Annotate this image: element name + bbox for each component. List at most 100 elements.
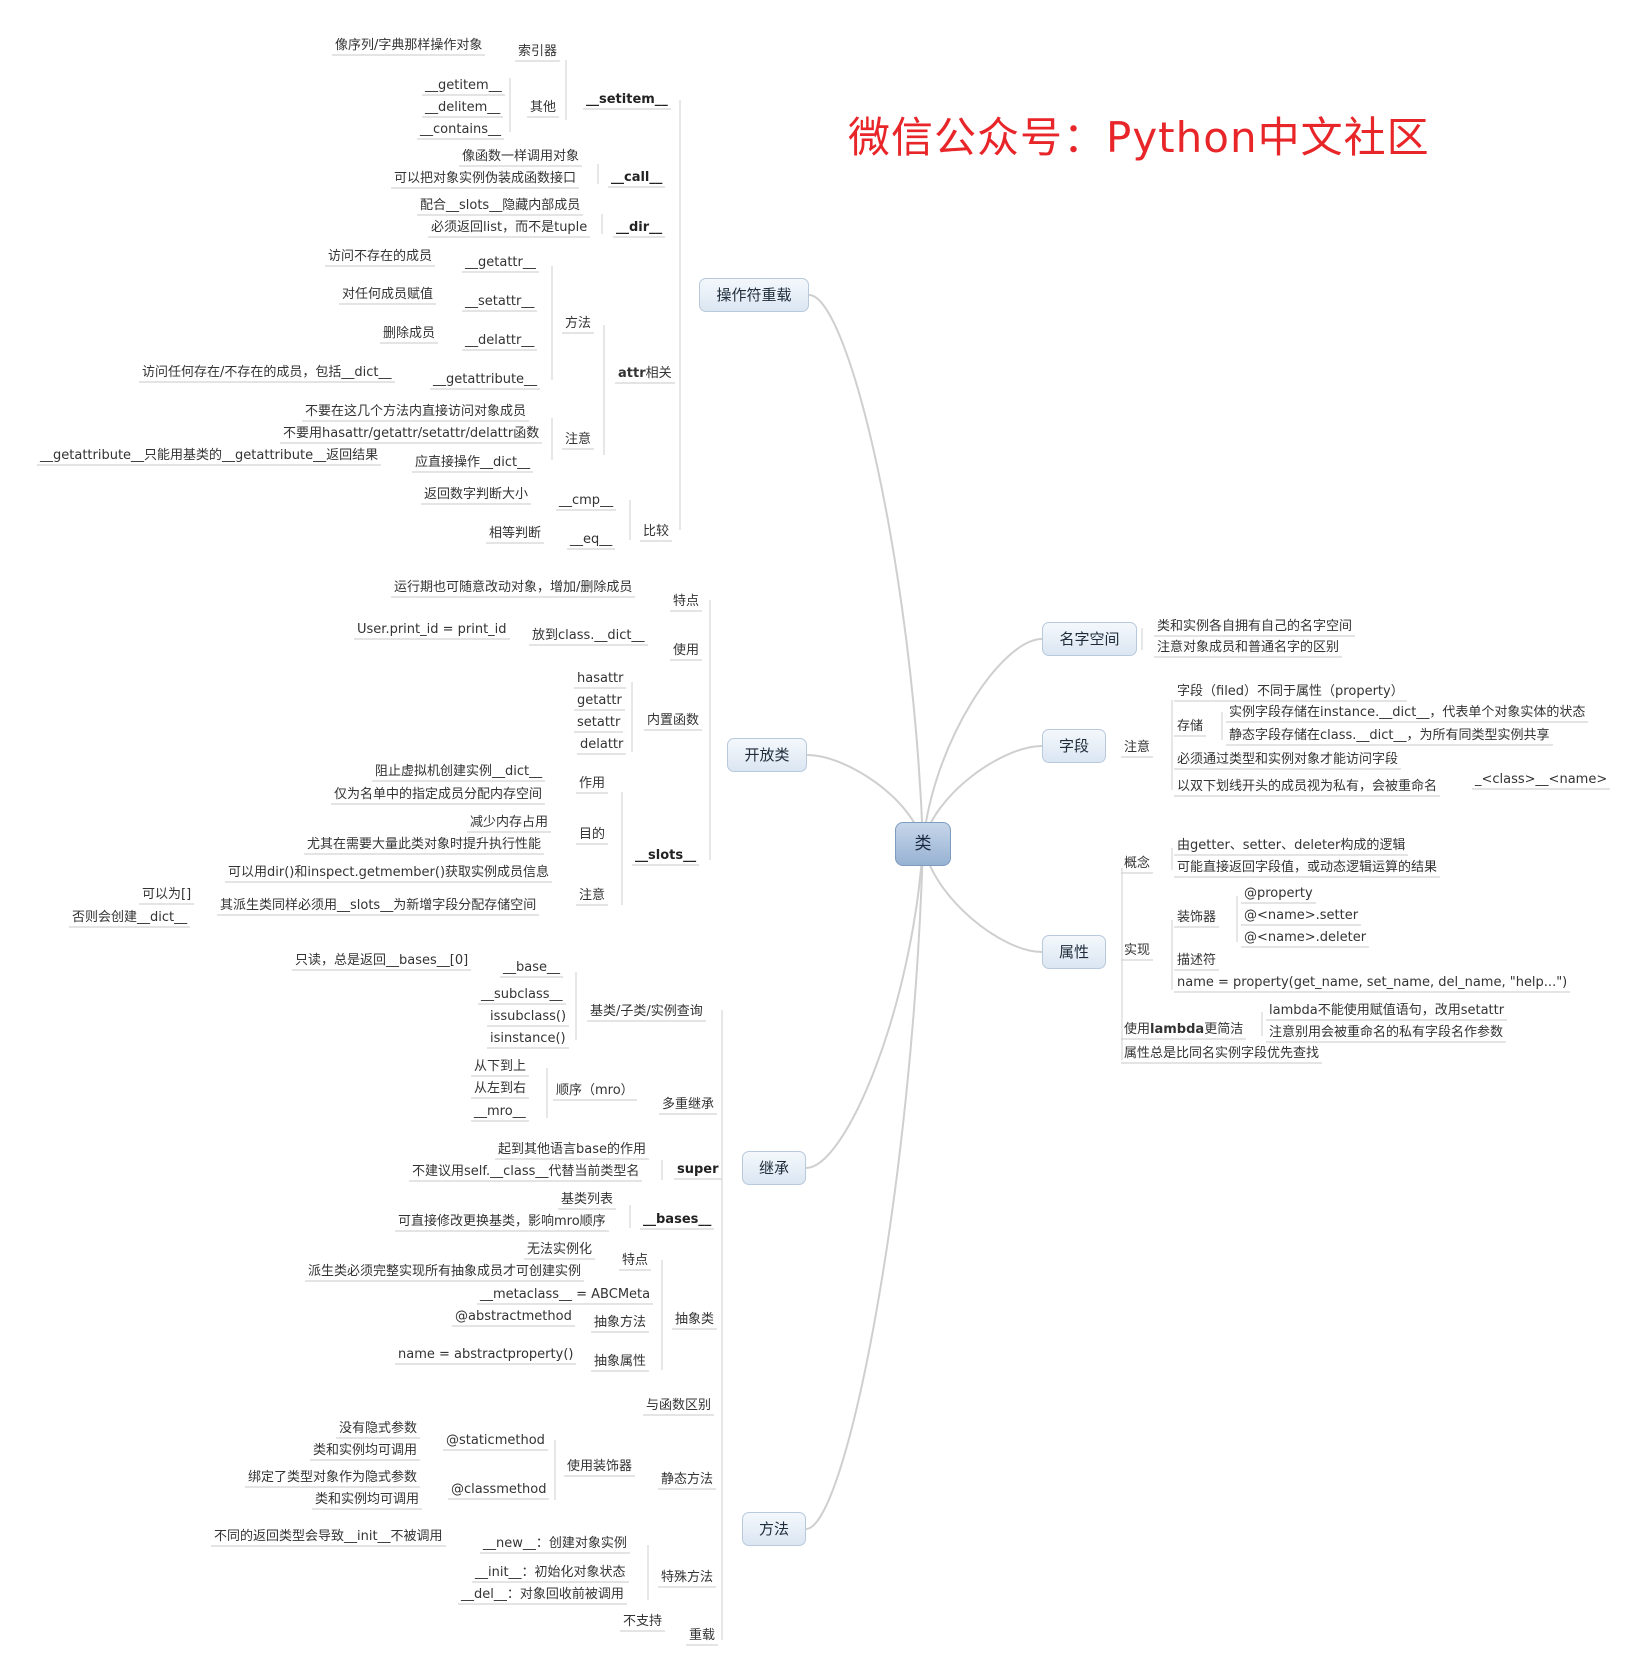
node-attr[interactable]: attr相关 <box>618 366 672 382</box>
node-super-1[interactable]: 起到其他语言base的作用 <box>498 1142 646 1157</box>
node-mro-2[interactable]: 从左到右 <box>474 1081 527 1096</box>
node-open-usage[interactable]: 使用 <box>673 643 700 658</box>
node-slots-note[interactable]: 注意 <box>579 888 606 903</box>
node-namespace-1[interactable]: 类和实例各自拥有自己的名字空间 <box>1157 619 1353 634</box>
node-slots-note-2b[interactable]: 否则会创建__dict__ <box>72 910 188 925</box>
node-mro-3[interactable]: __mro__ <box>474 1104 526 1119</box>
node-isinstance[interactable]: isinstance() <box>490 1031 566 1046</box>
node-classmethod[interactable]: @classmethod <box>451 1482 547 1497</box>
node-query[interactable]: 基类/子类/实例查询 <box>590 1004 703 1019</box>
node-prop-concept-2[interactable]: 可能直接返回字段值，或动态逻辑运算的结果 <box>1177 860 1438 875</box>
node-delattr-fn[interactable]: delattr <box>580 737 624 752</box>
node-new-desc[interactable]: 不同的返回类型会导致__init__不被调用 <box>214 1529 443 1544</box>
node-getattr-desc[interactable]: 访问不存在的成员 <box>328 249 433 264</box>
node-subclass[interactable]: __subclass__ <box>481 987 563 1002</box>
node-open-builtins[interactable]: 内置函数 <box>647 713 700 728</box>
node-slots-purpose[interactable]: 目的 <box>579 827 606 842</box>
node-classmethod-1[interactable]: 绑定了类型对象作为隐式参数 <box>248 1470 418 1485</box>
node-abstract-prop-desc[interactable]: name = abstractproperty() <box>398 1347 574 1362</box>
node-delitem[interactable]: __delitem__ <box>425 100 501 115</box>
node-abstract-feature-2[interactable]: 派生类必须完整实现所有抽象成员才可创建实例 <box>308 1264 582 1279</box>
node-abstract[interactable]: 抽象类 <box>675 1312 715 1327</box>
node-getattr-fn[interactable]: getattr <box>577 693 622 708</box>
topic-open-class[interactable]: 开放类 <box>727 738 807 772</box>
node-attr-methods[interactable]: 方法 <box>565 316 592 331</box>
node-abstract-method-desc[interactable]: @abstractmethod <box>455 1309 572 1324</box>
node-prop-deco-3[interactable]: @<name>.deleter <box>1244 930 1367 945</box>
node-attr-note-3-desc[interactable]: __getattribute__只能用基类的__getattribute__返回… <box>40 448 379 463</box>
node-field-note[interactable]: 注意 <box>1124 740 1151 755</box>
node-other[interactable]: 其他 <box>530 100 557 115</box>
node-slots-note-2[interactable]: 其派生类同样必须用__slots__为新增字段分配存储空间 <box>220 898 537 913</box>
node-field-store[interactable]: 存储 <box>1177 719 1204 734</box>
node-staticmethod[interactable]: @staticmethod <box>446 1433 545 1448</box>
node-setitem[interactable]: __setitem__ <box>586 92 668 107</box>
node-namespace-2[interactable]: 注意对象成员和普通名字的区别 <box>1157 640 1340 655</box>
node-slots-effect-1[interactable]: 阻止虚拟机创建实例__dict__ <box>375 764 543 779</box>
node-slots-effect-2[interactable]: 仅为名单中的指定成员分配内存空间 <box>334 787 543 802</box>
node-abstract-meta[interactable]: __metaclass__ = ABCMeta <box>480 1287 651 1302</box>
node-abstract-feature-1[interactable]: 无法实例化 <box>527 1242 593 1257</box>
node-use-deco[interactable]: 使用装饰器 <box>567 1459 633 1474</box>
node-slots-purpose-2[interactable]: 尤其在需要大量此类对象时提升执行性能 <box>307 837 542 852</box>
node-hasattr[interactable]: hasattr <box>577 671 624 686</box>
node-staticmethod-1[interactable]: 没有隐式参数 <box>339 1421 418 1436</box>
node-prop-deco-1[interactable]: @property <box>1244 886 1313 901</box>
node-issubclass[interactable]: issubclass() <box>490 1009 567 1024</box>
node-prop-lambda-1[interactable]: lambda不能使用赋值语句，改用setattr <box>1269 1003 1505 1018</box>
node-prop-deco-2[interactable]: @<name>.setter <box>1244 908 1359 923</box>
topic-namespace[interactable]: 名字空间 <box>1042 622 1137 656</box>
node-field-store-2[interactable]: 静态字段存储在class.__dict__，为所有同类型实例共享 <box>1229 728 1550 743</box>
node-attr-note-3[interactable]: 应直接操作__dict__ <box>415 455 531 470</box>
node-func-diff[interactable]: 与函数区别 <box>646 1398 712 1413</box>
node-attr-note-2[interactable]: 不要用hasattr/getattr/setattr/delattr函数 <box>283 426 540 441</box>
node-prop-impl[interactable]: 实现 <box>1124 943 1151 958</box>
node-open-feature-desc[interactable]: 运行期也可随意改动对象，增加/删除成员 <box>394 580 633 595</box>
node-super[interactable]: super <box>677 1162 719 1177</box>
node-prop-nameprop[interactable]: name = property(get_name, set_name, del_… <box>1177 975 1568 990</box>
node-prop-concept[interactable]: 概念 <box>1124 856 1151 871</box>
node-staticmethod-2[interactable]: 类和实例均可调用 <box>313 1443 418 1458</box>
node-abstract-prop[interactable]: 抽象属性 <box>594 1354 647 1369</box>
node-slots-effect[interactable]: 作用 <box>579 776 606 791</box>
node-abstract-feature[interactable]: 特点 <box>622 1253 649 1268</box>
node-abstract-method[interactable]: 抽象方法 <box>594 1315 647 1330</box>
node-new[interactable]: __new__：创建对象实例 <box>483 1536 627 1551</box>
topic-properties[interactable]: 属性 <box>1042 935 1106 969</box>
node-mro[interactable]: 顺序（mro） <box>556 1083 634 1098</box>
node-slots-note-2a[interactable]: 可以为[] <box>142 887 192 902</box>
node-prop-priority[interactable]: 属性总是比同名实例字段优先查找 <box>1124 1046 1320 1061</box>
node-indexer[interactable]: 索引器 <box>518 44 558 59</box>
node-delattr[interactable]: __delattr__ <box>465 333 535 348</box>
node-delattr-desc[interactable]: 删除成员 <box>383 326 436 341</box>
node-slots-purpose-1[interactable]: 减少内存占用 <box>470 815 549 830</box>
node-setattr-desc[interactable]: 对任何成员赋值 <box>342 287 434 302</box>
node-base[interactable]: __base__ <box>503 960 560 975</box>
node-getitem[interactable]: __getitem__ <box>425 78 502 93</box>
node-base-desc[interactable]: 只读，总是返回__bases__[0] <box>295 953 469 968</box>
node-open-feature[interactable]: 特点 <box>673 594 700 609</box>
node-getattribute-desc[interactable]: 访问任何存在/不存在的成员，包括__dict__ <box>142 365 392 380</box>
node-init[interactable]: __init__：初始化对象状态 <box>475 1565 626 1580</box>
node-field-3[interactable]: 必须通过类型和实例对象才能访问字段 <box>1177 752 1399 767</box>
node-bases[interactable]: __bases__ <box>643 1212 712 1227</box>
topic-operator-overload[interactable]: 操作符重载 <box>699 278 809 312</box>
node-attr-notes[interactable]: 注意 <box>565 432 592 447</box>
node-slots[interactable]: __slots__ <box>635 848 697 863</box>
node-del[interactable]: __del__：对象回收前被调用 <box>461 1587 624 1602</box>
node-indexer-desc[interactable]: 像序列/字典那样操作对象 <box>335 38 483 53</box>
node-classmethod-2[interactable]: 类和实例均可调用 <box>315 1492 420 1507</box>
node-overload[interactable]: 重载 <box>689 1628 716 1643</box>
node-open-usage-desc[interactable]: User.print_id = print_id <box>357 622 507 637</box>
node-field-1[interactable]: 字段（filed）不同于属性（property） <box>1177 684 1404 699</box>
topic-fields[interactable]: 字段 <box>1042 729 1106 763</box>
node-compare[interactable]: 比较 <box>643 524 670 539</box>
node-super-2[interactable]: 不建议用self.__class__代替当前类型名 <box>412 1164 640 1179</box>
node-dir[interactable]: __dir__ <box>616 220 663 235</box>
node-special[interactable]: 特殊方法 <box>661 1570 714 1585</box>
root-node[interactable]: 类 <box>895 822 951 866</box>
node-eq[interactable]: __eq__ <box>570 532 613 547</box>
node-cmp[interactable]: __cmp__ <box>559 493 614 508</box>
node-field-store-1[interactable]: 实例字段存储在instance.__dict__，代表单个对象实体的状态 <box>1229 705 1586 720</box>
node-call-desc-2[interactable]: 可以把对象实例伪装成函数接口 <box>394 171 577 186</box>
